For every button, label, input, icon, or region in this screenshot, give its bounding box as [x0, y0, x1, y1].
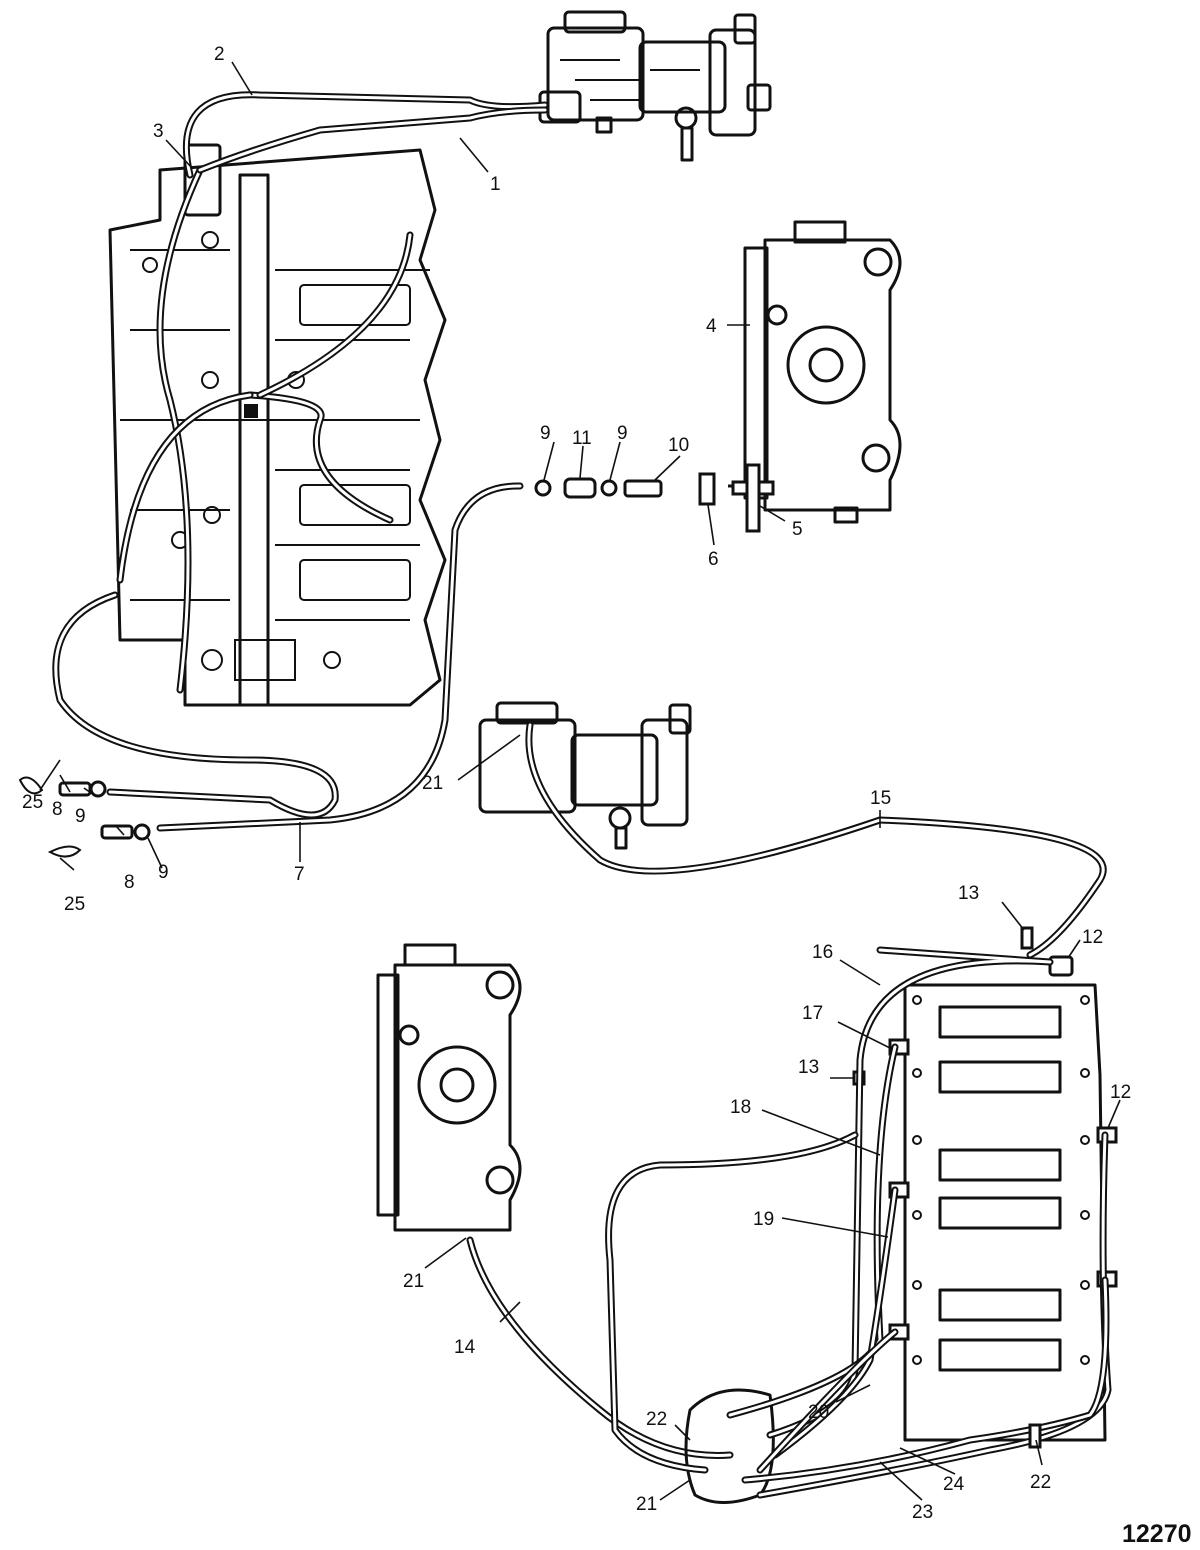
lower-oil-reservoir: [376, 943, 734, 1459]
fuel-hose-7: [18, 482, 524, 858]
callout-1: 1: [490, 174, 501, 195]
callout-25b: 25: [64, 894, 85, 915]
callout-16: 16: [812, 942, 833, 963]
callout-14: 14: [454, 1337, 476, 1358]
lower-fuel-pump: [478, 701, 1107, 959]
callout-9c: 9: [75, 806, 86, 827]
leader-lines: [39, 61, 1121, 1501]
callout-9d: 9: [158, 862, 169, 883]
callout-12a: 12: [1082, 927, 1103, 948]
callout-12b: 12: [1110, 1082, 1131, 1103]
callout-13a: 13: [958, 883, 979, 904]
upper-fuel-pump: [538, 10, 772, 162]
fuel-hose-1-2: [182, 91, 549, 179]
callout-8b: 8: [124, 872, 135, 893]
callout-24: 24: [943, 1474, 965, 1495]
intake-manifold-plate: [852, 926, 1118, 1442]
fittings-row: [534, 463, 775, 533]
callout-6: 6: [708, 549, 719, 570]
callout-21c: 21: [636, 1494, 657, 1515]
figure-number: 12270: [1122, 1520, 1192, 1548]
callout-23: 23: [912, 1502, 933, 1523]
callout-8a: 8: [52, 799, 63, 820]
callout-15: 15: [870, 788, 891, 809]
callout-21b: 21: [403, 1271, 424, 1292]
upper-oil-reservoir: [743, 220, 902, 524]
callout-25a: 25: [22, 792, 43, 813]
callout-3: 3: [153, 121, 164, 142]
callout-17: 17: [802, 1003, 823, 1024]
callout-9b: 9: [617, 423, 628, 444]
callout-20: 20: [808, 1402, 829, 1423]
callout-22b: 22: [1030, 1472, 1051, 1493]
callout-21a: 21: [422, 773, 443, 794]
callout-5: 5: [792, 519, 803, 540]
callout-18: 18: [730, 1097, 751, 1118]
callout-4: 4: [706, 316, 717, 337]
callout-labels: 1 2 3 4 5 6 7 8 8 9 9 9 9 10 11 12 12 13…: [22, 44, 1192, 1548]
callout-2: 2: [214, 44, 225, 65]
cylinder-block: [108, 143, 447, 707]
callout-13b: 13: [798, 1057, 819, 1078]
callout-10: 10: [668, 435, 689, 456]
callout-9a: 9: [540, 423, 551, 444]
callout-7: 7: [294, 864, 305, 885]
callout-22a: 22: [646, 1409, 667, 1430]
callout-19: 19: [753, 1209, 774, 1230]
callout-11: 11: [572, 428, 592, 449]
